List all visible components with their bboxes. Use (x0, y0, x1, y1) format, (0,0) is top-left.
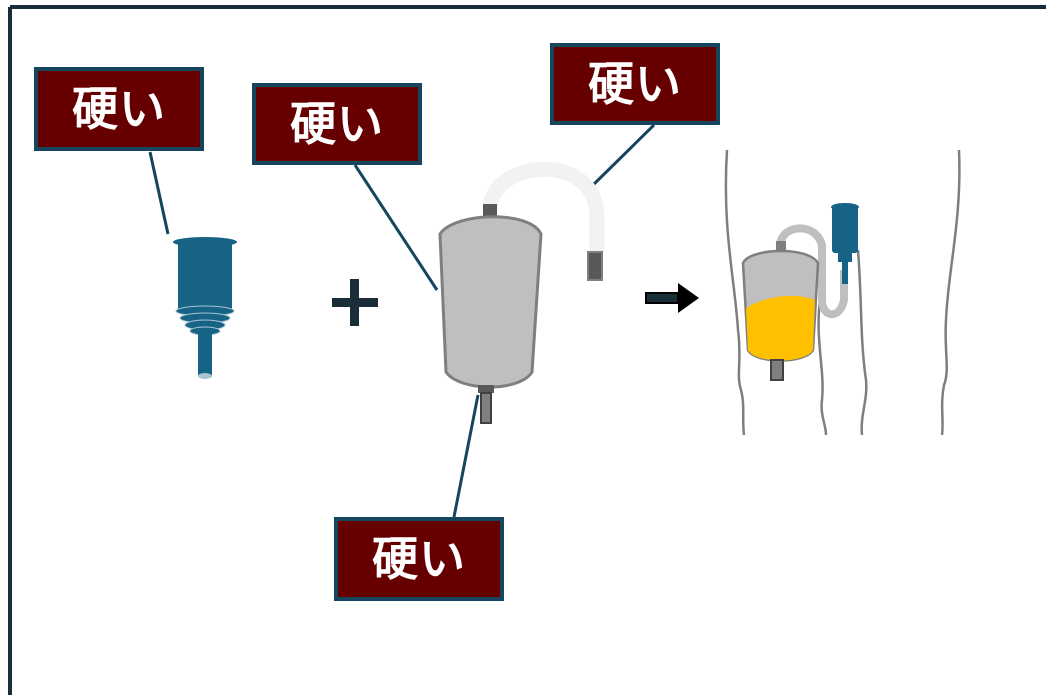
leader-line-bag (353, 164, 439, 291)
arrow-right-icon (645, 283, 699, 313)
catheter-connector-icon (173, 237, 237, 379)
leader-line-connector (148, 151, 170, 235)
leader-line-valve (452, 394, 480, 518)
label-connector-hard: 硬い (34, 67, 204, 151)
label-valve-hard: 硬い (334, 517, 504, 601)
plus-icon (332, 279, 378, 326)
label-bag-hard: 硬い (252, 83, 422, 165)
leader-line-tube (588, 123, 656, 190)
label-tube-hard: 硬い (550, 43, 720, 125)
leg-with-bag-icon (724, 149, 961, 436)
urine-bag-icon (438, 161, 605, 424)
